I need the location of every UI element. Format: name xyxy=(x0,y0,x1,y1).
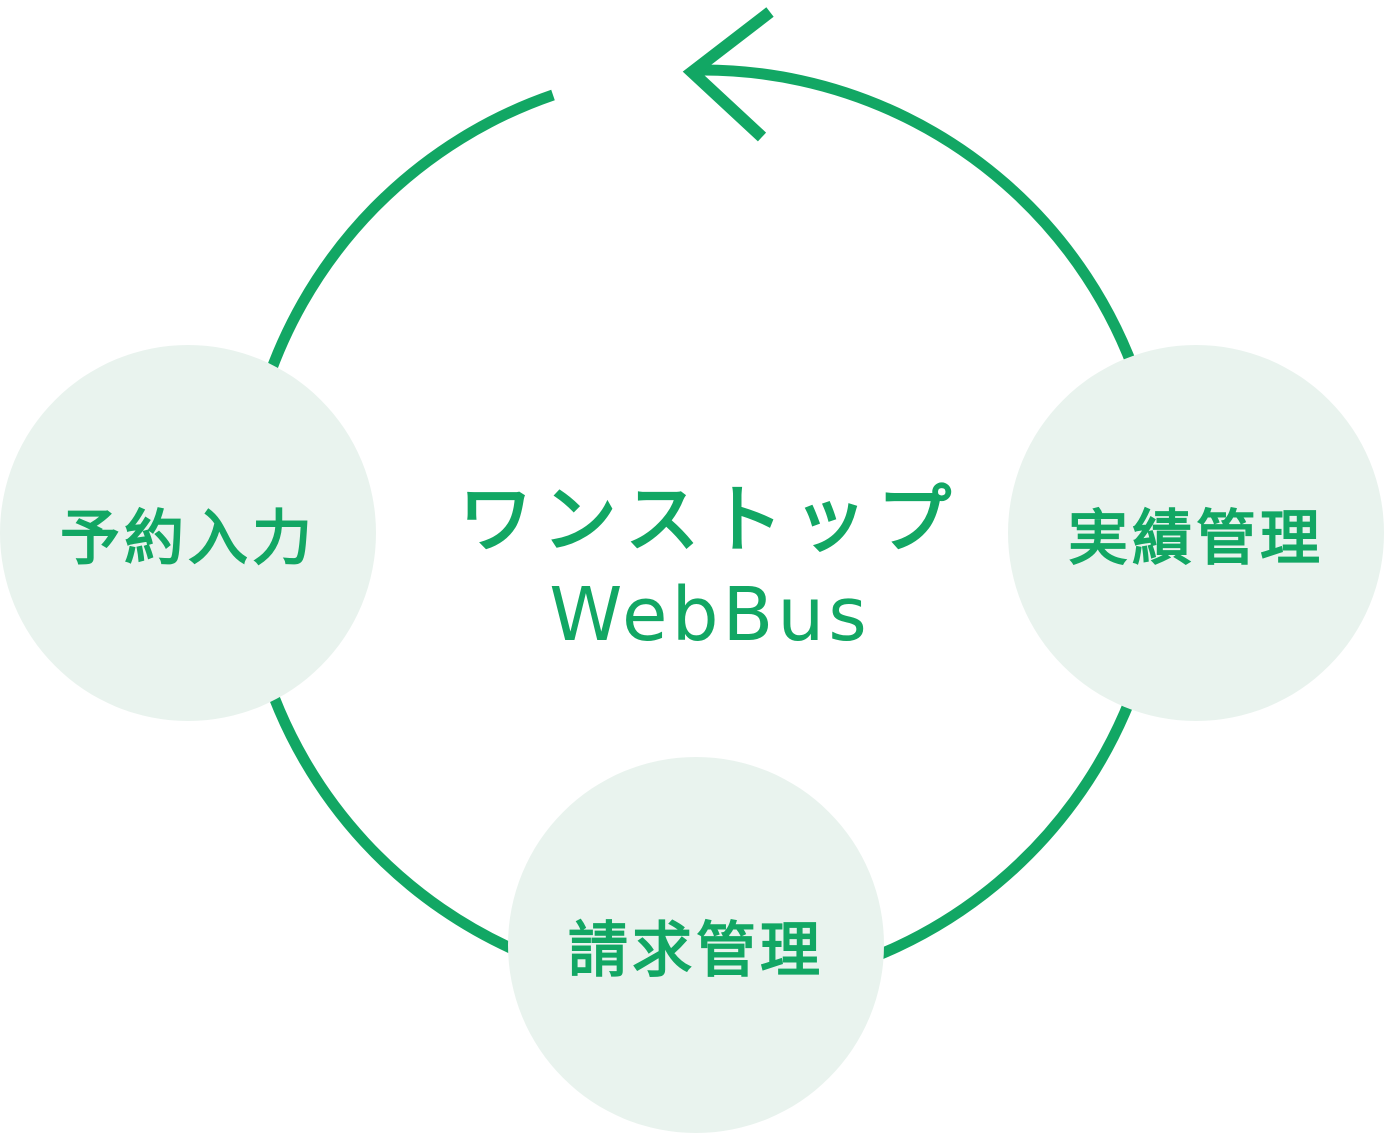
center-label: ワンストップ WebBus xyxy=(440,470,980,660)
node-label: 請求管理 xyxy=(568,915,824,986)
node-reservation-input: 予約入力 xyxy=(0,345,376,721)
center-subtitle: WebBus xyxy=(549,572,871,658)
center-title: ワンストップ xyxy=(458,477,962,563)
node-label: 実績管理 xyxy=(1068,503,1324,574)
node-label: 予約入力 xyxy=(60,503,316,574)
arrow-head-icon xyxy=(682,7,774,142)
node-billing-management: 請求管理 xyxy=(508,757,884,1133)
node-performance-management: 実績管理 xyxy=(1008,345,1384,721)
